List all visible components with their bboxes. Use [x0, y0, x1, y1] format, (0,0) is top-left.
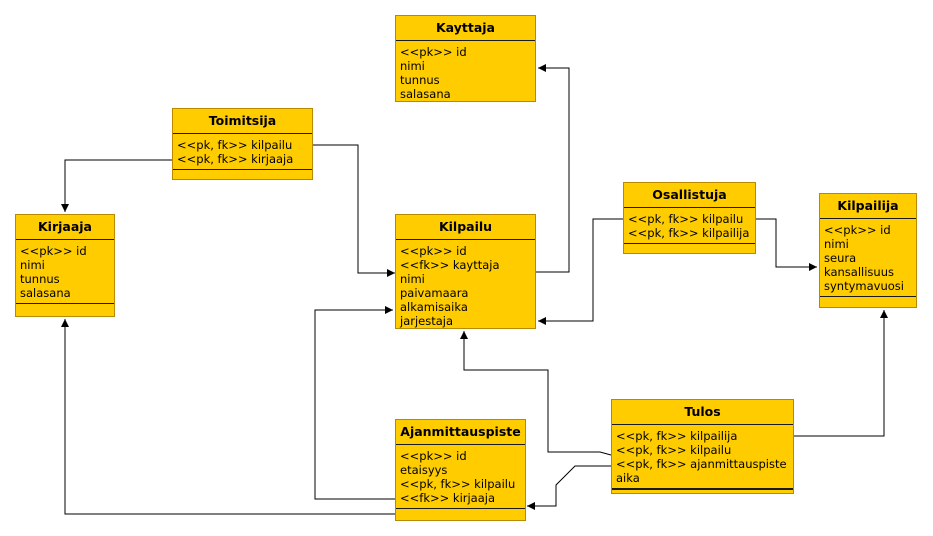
attribute: <<pk>> id — [824, 223, 891, 237]
entity-operations — [396, 508, 525, 517]
entity-ajanmittauspiste[interactable]: Ajanmittauspiste <<pk>> id etaisyys <<pk… — [395, 419, 526, 521]
attribute: <<fk>> kayttaja — [400, 258, 500, 272]
entity-kilpailu[interactable]: Kilpailu <<pk>> id <<fk>> kayttaja nimi … — [395, 214, 536, 329]
attribute: <<pk>> id — [400, 449, 467, 463]
attribute: paivamaara — [400, 286, 469, 300]
attribute: <<pk>> id — [20, 244, 87, 258]
attribute: nimi — [20, 258, 45, 272]
attribute: nimi — [400, 59, 425, 73]
attribute: <<pk, fk>> kilpailija — [628, 226, 750, 240]
relation-toimitsija-kirjaaja — [61, 159, 172, 212]
attribute: nimi — [400, 272, 425, 286]
entity-attributes: <<pk, fk>> kilpailija <<pk, fk>> kilpail… — [612, 425, 793, 488]
entity-osallistuja[interactable]: Osallistuja <<pk, fk>> kilpailu <<pk, fk… — [623, 182, 756, 254]
attribute: etaisyys — [400, 463, 448, 477]
attribute: <<pk, fk>> kilpailu — [400, 477, 516, 491]
entity-operations — [820, 296, 916, 305]
entity-attributes: <<pk>> id <<fk>> kayttaja nimi paivamaar… — [396, 240, 535, 331]
relation-ajanmittauspiste-kilpailu — [314, 306, 395, 500]
attribute: tunnus — [400, 73, 440, 87]
relation-kilpailu-kayttaja — [536, 64, 570, 273]
attribute: aika — [616, 471, 640, 485]
entity-attributes: <<pk>> id etaisyys <<pk, fk>> kilpailu <… — [396, 445, 525, 508]
entity-kayttaja[interactable]: Kayttaja <<pk>> id nimi tunnus salasana — [395, 15, 536, 102]
entity-title: Toimitsija — [173, 109, 312, 134]
attribute: alkamisaika — [400, 300, 468, 314]
attribute: kansallisuus — [824, 265, 894, 279]
entity-attributes: <<pk>> id nimi seura kansallisuus syntym… — [820, 219, 916, 296]
entity-kirjaaja[interactable]: Kirjaaja <<pk>> id nimi tunnus salasana — [15, 214, 115, 317]
relation-toimitsija-kilpailu — [313, 144, 395, 277]
attribute: <<pk>> id — [400, 244, 467, 258]
attribute: <<pk, fk>> ajanmittauspiste — [616, 457, 787, 471]
attribute: <<pk, fk>> kilpailu — [616, 443, 732, 457]
attribute: <<pk, fk>> kirjaaja — [177, 152, 294, 166]
relation-ajanmittauspiste-kirjaaja — [61, 319, 395, 515]
attribute: seura — [824, 251, 857, 265]
entity-attributes: <<pk>> id nimi tunnus salasana — [396, 41, 535, 104]
entity-operations — [624, 243, 755, 252]
entity-title: Kayttaja — [396, 16, 535, 41]
entity-tulos[interactable]: Tulos <<pk, fk>> kilpailija <<pk, fk>> k… — [611, 399, 794, 494]
relation-tulos-kilpailija — [794, 310, 888, 437]
attribute: jarjestaja — [400, 314, 454, 328]
attribute: <<pk, fk>> kilpailu — [177, 138, 293, 152]
attribute: <<pk>> id — [400, 45, 467, 59]
attribute: tunnus — [20, 272, 60, 286]
entity-title: Kilpailu — [396, 215, 535, 240]
entity-operations — [173, 169, 312, 178]
entity-attributes: <<pk, fk>> kilpailu <<pk, fk>> kilpailij… — [624, 208, 755, 243]
entity-toimitsija[interactable]: Toimitsija <<pk, fk>> kilpailu <<pk, fk>… — [172, 108, 313, 180]
entity-operations — [16, 303, 114, 312]
entity-title: Ajanmittauspiste — [396, 420, 525, 445]
relation-tulos-kilpailu — [460, 331, 612, 456]
entity-title: Kirjaaja — [16, 215, 114, 240]
attribute: <<pk, fk>> kilpailu — [628, 212, 744, 226]
attribute: salasana — [20, 286, 71, 300]
attribute: <<pk, fk>> kilpailija — [616, 429, 738, 443]
relation-tulos-ajanmittauspiste — [527, 465, 611, 510]
relation-osallistuja-kilpailija — [756, 218, 817, 271]
attribute: salasana — [400, 87, 451, 101]
entity-attributes: <<pk, fk>> kilpailu <<pk, fk>> kirjaaja — [173, 134, 312, 169]
attribute: syntymavuosi — [824, 279, 904, 293]
relation-osallistuja-kilpailu — [538, 218, 623, 325]
entity-attributes: <<pk>> id nimi tunnus salasana — [16, 240, 114, 303]
entity-title: Kilpailija — [820, 194, 916, 219]
attribute: nimi — [824, 237, 849, 251]
entity-title: Osallistuja — [624, 183, 755, 208]
entity-kilpailija[interactable]: Kilpailija <<pk>> id nimi seura kansalli… — [819, 193, 917, 308]
entity-operations — [612, 488, 793, 496]
entity-title: Tulos — [612, 400, 793, 425]
attribute: <<fk>> kirjaaja — [400, 491, 496, 505]
